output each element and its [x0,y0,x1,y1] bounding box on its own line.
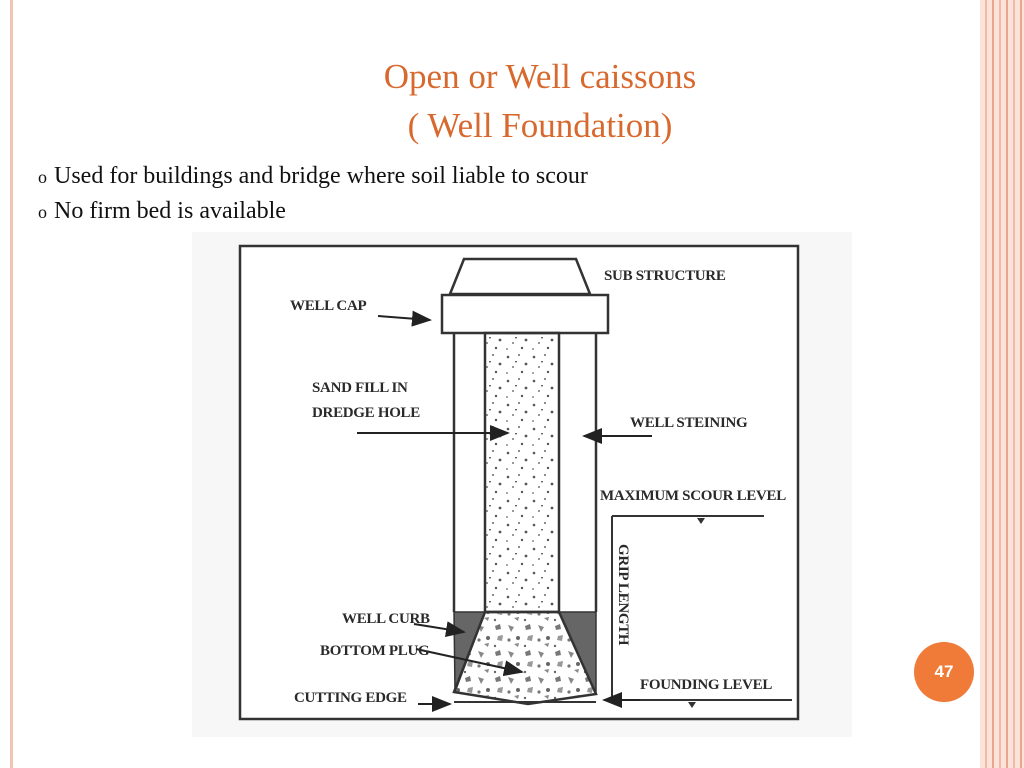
page-number-badge: 47 [914,642,974,702]
diagram-svg: SUB STRUCTURE WELL CAP SAND FILL IN DRED… [192,232,852,737]
bullet-text: Used for buildings and bridge where soil… [54,163,588,189]
label-sand-fill-line-1: SAND FILL IN [312,380,408,396]
title-line-2: ( Well Foundation) [407,106,673,145]
max-scour-marker [697,518,705,524]
bottom-plug-shape [452,610,598,706]
bullet-marker: o [38,167,47,187]
label-sub-structure: SUB STRUCTURE [604,268,726,284]
label-well-steining: WELL STEINING [630,415,748,431]
right-decorative-stripes [980,0,1024,768]
label-bottom-plug: BOTTOM PLUG [320,643,430,659]
bullet-list: o Used for buildings and bridge where soi… [38,159,588,229]
label-grip-length: GRIP LENGTH [615,544,631,646]
left-border [10,0,13,768]
slide-title: Open or Well caissons ( Well Foundation) [300,52,780,150]
title-line-1: Open or Well caissons [383,57,697,96]
bullet-marker: o [38,202,47,222]
bottom-plug-arrow [415,648,524,677]
bullet-text: No firm bed is available [54,198,286,224]
well-curb-arrow [413,621,466,638]
well-foundation-diagram: SUB STRUCTURE WELL CAP SAND FILL IN DRED… [192,232,852,737]
label-cutting-edge: CUTTING EDGE [294,690,407,706]
founding-level-marker [688,702,696,708]
label-well-cap: WELL CAP [290,298,367,314]
label-well-curb: WELL CURB [342,611,430,627]
bullet-item: o Used for buildings and bridge where soi… [38,159,588,194]
label-sand-fill-line-2: DREDGE HOLE [312,405,420,421]
label-founding-level: FOUNDING LEVEL [640,677,772,693]
well-cap-shape [440,293,610,335]
label-max-scour-level: MAXIMUM SCOUR LEVEL [600,488,786,504]
sand-fill-column [483,331,561,614]
sub-structure-shape [448,257,592,296]
well-cap-arrow [377,310,432,327]
bullet-item: o No firm bed is available [38,194,588,229]
